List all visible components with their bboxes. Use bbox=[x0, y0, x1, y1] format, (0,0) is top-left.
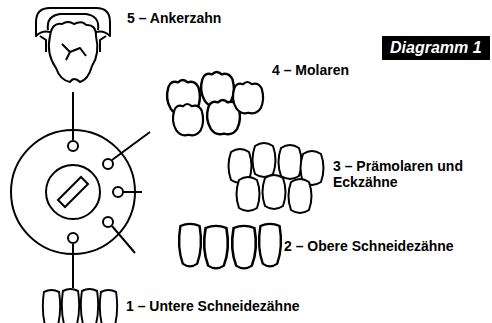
tag-text: Diagramm 1 bbox=[390, 39, 482, 57]
diagram-tag-box: Diagramm 1 bbox=[382, 36, 490, 60]
callout-label: 4 – Molaren bbox=[272, 62, 422, 78]
callout-label: 5 – Ankerzahn bbox=[127, 10, 287, 26]
callout-label: 3 – Prämolaren und Eckzähne bbox=[333, 158, 488, 190]
callout-label: 1 – Untere Schneidezähne bbox=[126, 298, 326, 314]
callout-label: 2 – Obere Schneidezähne bbox=[284, 238, 484, 254]
